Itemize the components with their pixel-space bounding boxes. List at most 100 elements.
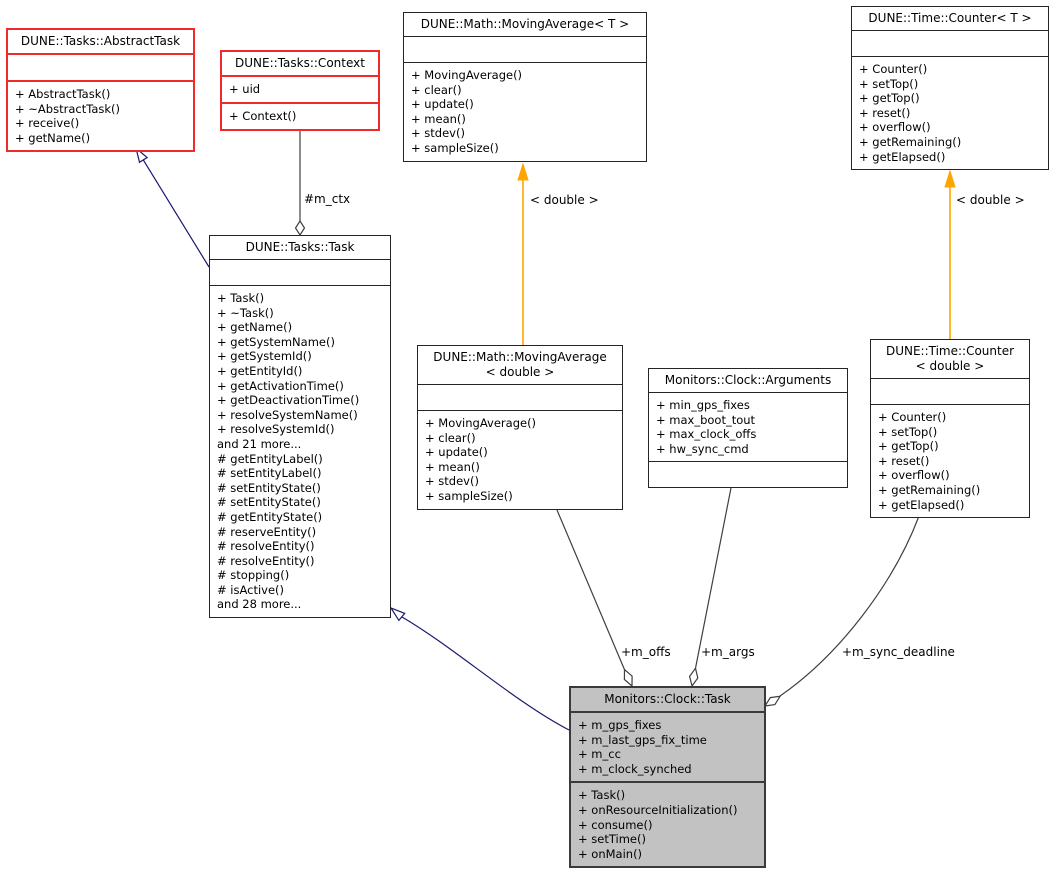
member-line: + m_cc [578, 747, 621, 762]
member-line: + overflow() [859, 120, 931, 135]
class-node-context: DUNE::Tasks::Context + uid + Context() [220, 50, 380, 131]
member-line: + Counter() [859, 62, 928, 76]
member-line: + getName() [217, 320, 293, 335]
class-attributes [404, 37, 646, 63]
edge-label-m-sync-deadline: +m_sync_deadline [842, 645, 955, 659]
class-title: DUNE::Tasks::Task [210, 236, 390, 260]
member-line: + m_gps_fixes [578, 718, 662, 732]
class-attributes [852, 31, 1048, 57]
class-title-line: DUNE::Tasks::Task [245, 240, 355, 254]
member-line: + MovingAverage() [425, 416, 537, 430]
class-methods [649, 462, 847, 487]
member-line: + m_clock_synched [578, 761, 692, 776]
member-line: + getSystemId() [217, 349, 312, 364]
member-line: + getTop() [878, 439, 939, 454]
member-line: + getSystemName() [217, 334, 335, 349]
member-line: + consume() [578, 817, 653, 832]
member-line: + AbstractTask() [15, 87, 111, 101]
class-title-line: DUNE::Tasks::AbstractTask [20, 34, 181, 48]
member-line: + getElapsed() [859, 149, 946, 164]
class-node-task: DUNE::Tasks::Task + Task()+ ~Task()+ get… [209, 235, 391, 619]
member-line: # getEntityState() [217, 509, 323, 524]
member-line: + m_last_gps_fix_time [578, 732, 707, 747]
class-methods: + MovingAverage()+ clear()+ update()+ me… [404, 63, 646, 161]
edge-template-movingaverage [517, 162, 529, 345]
class-title-line: DUNE::Time::Counter [885, 344, 1015, 358]
member-line: + resolveSystemId() [217, 422, 335, 437]
member-line: + sampleSize() [411, 140, 499, 155]
member-line: + hw_sync_cmd [656, 441, 749, 456]
edge-label-moving-average-instance: < double > [530, 193, 599, 207]
edge-aggregation-m-ctx [294, 126, 306, 237]
member-line: # getEntityLabel() [217, 451, 323, 466]
member-line: # resolveEntity() [217, 553, 315, 568]
class-attributes: + m_gps_fixes+ m_last_gps_fix_time+ m_cc… [571, 713, 764, 784]
edge-inheritance-task-to-abstracttask [134, 146, 210, 268]
member-line: + uid [229, 82, 261, 96]
edge-inheritance-clocktask-to-task [389, 606, 570, 731]
member-line: # setEntityLabel() [217, 466, 322, 481]
edge-label-counter-instance: < double > [956, 193, 1025, 207]
member-line: + Context() [229, 109, 297, 123]
member-line: and 28 more... [217, 597, 302, 612]
member-line: # stopping() [217, 568, 290, 583]
class-title-line: DUNE::Math::MovingAverage [433, 350, 607, 364]
member-line: + getEntityId() [217, 363, 303, 378]
class-title-line: < double > [915, 359, 985, 373]
member-line: # setEntityState() [217, 480, 321, 495]
class-methods: + Counter()+ setTop()+ getTop()+ reset()… [852, 57, 1048, 169]
member-line: + setTop() [878, 424, 938, 439]
member-line: + setTime() [578, 832, 646, 847]
member-line: + MovingAverage() [411, 68, 523, 82]
class-attributes: + uid [222, 77, 378, 104]
class-title-line: Monitors::Clock::Arguments [664, 373, 832, 387]
edge-label-m-offs: +m_offs [621, 645, 671, 659]
member-line: + reset() [878, 453, 930, 468]
member-line: + ~Task() [217, 305, 274, 320]
member-line: + getElapsed() [878, 497, 965, 512]
class-node-arguments: Monitors::Clock::Arguments + min_gps_fix… [648, 368, 848, 489]
member-line: + onResourceInitialization() [578, 802, 738, 817]
class-attributes: + min_gps_fixes+ max_boot_tout+ max_cloc… [649, 393, 847, 463]
member-line: + Counter() [878, 410, 947, 424]
class-title: Monitors::Clock::Task [571, 688, 764, 713]
class-node-moving-average-t: DUNE::Math::MovingAverage< T > + MovingA… [403, 12, 647, 162]
class-node-counter-t: DUNE::Time::Counter< T > + Counter()+ se… [851, 6, 1049, 171]
class-title: DUNE::Tasks::Context [222, 52, 378, 77]
member-line: # isActive() [217, 582, 285, 597]
class-title-line: DUNE::Tasks::Context [235, 56, 365, 70]
member-line: # setEntityState() [217, 495, 321, 510]
class-title: DUNE::Math::MovingAverage< double > [418, 346, 622, 385]
class-node-clock-task: Monitors::Clock::Task + m_gps_fixes+ m_l… [569, 686, 766, 869]
member-line: + max_boot_tout [656, 412, 756, 427]
class-attributes [871, 379, 1029, 405]
member-line: # resolveEntity() [217, 539, 315, 554]
class-methods: + Task()+ ~Task()+ getName()+ getSystemN… [210, 286, 390, 617]
member-line: + mean() [411, 111, 466, 126]
member-line: + ~AbstractTask() [15, 101, 120, 116]
class-title: Monitors::Clock::Arguments [649, 369, 847, 393]
member-line: + sampleSize() [425, 488, 513, 503]
member-line: + getRemaining() [859, 134, 962, 149]
member-line: + update() [425, 445, 488, 460]
class-methods: + Counter()+ setTop()+ getTop()+ reset()… [871, 405, 1029, 517]
member-line: + mean() [425, 459, 480, 474]
class-title: DUNE::Time::Counter< T > [852, 7, 1048, 31]
member-line: + getTop() [859, 91, 920, 106]
class-attributes [418, 385, 622, 411]
class-title-line: DUNE::Math::MovingAverage< T > [420, 17, 630, 31]
member-line: + min_gps_fixes [656, 398, 750, 412]
edge-aggregation-m-offs [556, 509, 633, 688]
class-node-counter-double: DUNE::Time::Counter< double > + Counter(… [870, 339, 1030, 519]
member-line: and 21 more... [217, 436, 302, 451]
class-node-abstract-task: DUNE::Tasks::AbstractTask + AbstractTask… [6, 28, 195, 153]
member-line: # reserveEntity() [217, 524, 317, 539]
class-attributes [8, 55, 193, 82]
member-line: + stdev() [411, 126, 465, 141]
member-line: + onMain() [578, 846, 643, 861]
class-methods: + Context() [222, 104, 378, 129]
member-line: + getName() [15, 130, 91, 145]
class-attributes [210, 260, 390, 286]
member-line: + update() [411, 97, 474, 112]
